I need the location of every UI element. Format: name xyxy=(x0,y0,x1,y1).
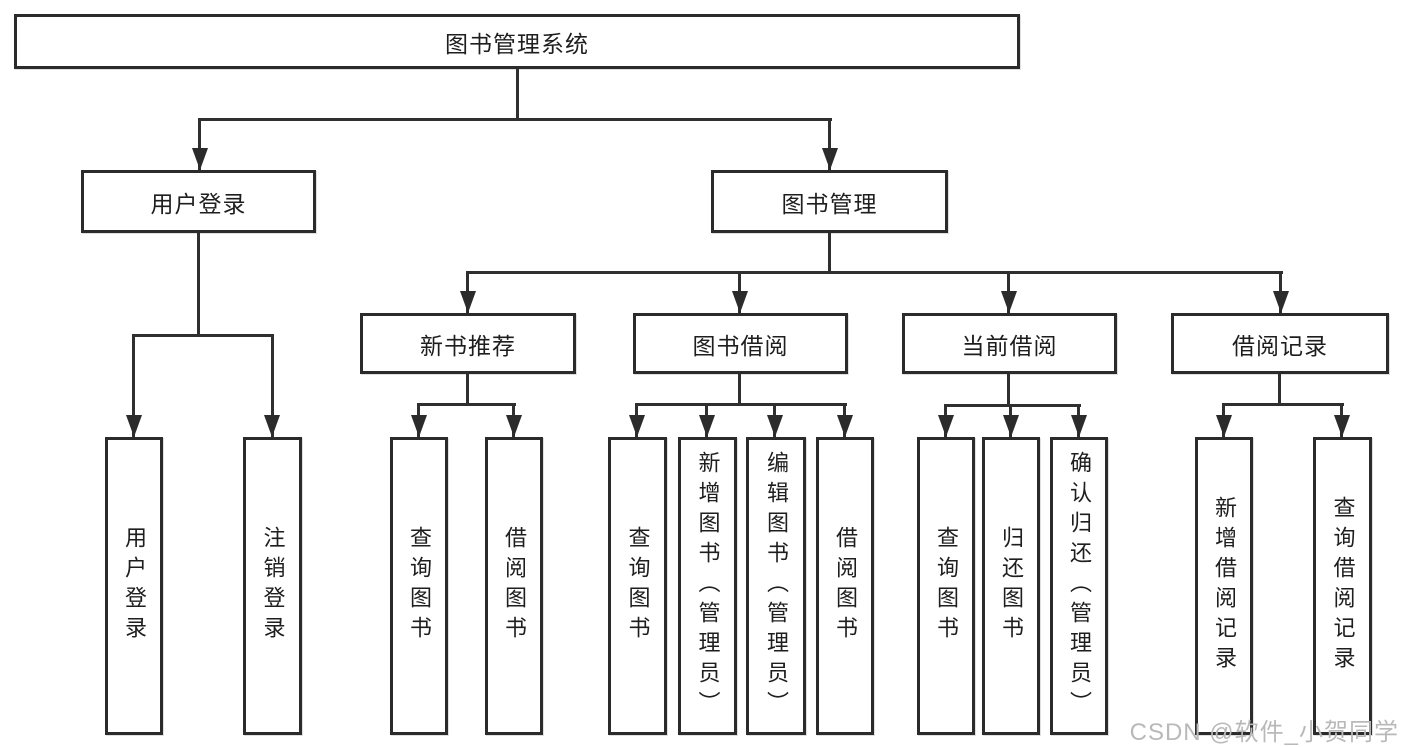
connector-line xyxy=(132,334,274,337)
node-root-system: 图书管理系统 xyxy=(14,14,1020,69)
arrow-down-icon xyxy=(767,415,783,437)
node-label: 用户登录 xyxy=(150,190,247,217)
connector-line xyxy=(828,118,831,170)
node-label: 查询图书 xyxy=(407,526,432,646)
node-label: 新增图书（管理员） xyxy=(695,451,721,721)
arrow-down-icon xyxy=(506,415,522,437)
leaf-add-borrow-record: 新增借阅记录 xyxy=(1195,437,1253,735)
connector-line xyxy=(944,404,1081,407)
arrow-down-icon xyxy=(1273,291,1289,313)
arrow-down-icon xyxy=(1334,415,1350,437)
connector-line xyxy=(738,374,741,406)
connector-line xyxy=(635,403,847,406)
node-label: 用户登录 xyxy=(122,526,147,646)
arrow-down-icon xyxy=(411,415,427,437)
arrow-down-icon xyxy=(1001,291,1017,313)
arrow-down-icon xyxy=(1071,415,1087,437)
connector-line xyxy=(1278,374,1281,406)
connector-line xyxy=(271,334,274,437)
arrow-down-icon xyxy=(264,415,280,437)
connector-line xyxy=(198,118,832,121)
arrow-down-icon xyxy=(192,148,208,170)
connector-line xyxy=(132,334,135,437)
node-label: 查询图书 xyxy=(625,526,651,646)
leaf-return-books: 归还图书 xyxy=(982,437,1040,735)
arrow-down-icon xyxy=(629,415,645,437)
connector-line xyxy=(197,233,200,337)
node-label: 归还图书 xyxy=(999,526,1024,646)
arrow-down-icon xyxy=(126,415,142,437)
connector-line xyxy=(417,403,516,406)
node-label: 查询借阅记录 xyxy=(1330,496,1356,676)
node-label: 图书管理系统 xyxy=(445,30,589,57)
arrow-down-icon xyxy=(732,291,748,313)
node-current-borrowing: 当前借阅 xyxy=(902,313,1117,374)
node-label: 图书借阅 xyxy=(692,332,789,359)
leaf-query-books-borrowing: 查询图书 xyxy=(608,437,667,735)
node-label: 新书推荐 xyxy=(420,332,516,359)
node-label: 编辑图书（管理员） xyxy=(764,451,789,721)
connector-line xyxy=(516,69,519,121)
node-borrowing-records: 借阅记录 xyxy=(1171,313,1389,374)
node-label: 确认归还（管理员） xyxy=(1067,451,1092,721)
node-label: 借阅记录 xyxy=(1232,332,1328,359)
connector-line xyxy=(1222,403,1344,406)
node-label: 借阅图书 xyxy=(502,526,527,646)
node-label: 借阅图书 xyxy=(833,526,858,646)
node-book-management: 图书管理 xyxy=(711,170,948,233)
connector-line xyxy=(828,233,831,274)
node-user-login: 用户登录 xyxy=(81,170,316,233)
arrow-down-icon xyxy=(822,148,838,170)
leaf-borrow-books-recommend: 借阅图书 xyxy=(485,437,543,735)
node-label: 注销登录 xyxy=(260,526,286,646)
arrow-down-icon xyxy=(1003,415,1019,437)
leaf-query-borrow-record: 查询借阅记录 xyxy=(1313,437,1372,735)
leaf-edit-books-admin: 编辑图书（管理员） xyxy=(746,437,806,735)
leaf-logout-login: 注销登录 xyxy=(243,437,302,735)
node-book-borrowing: 图书借阅 xyxy=(633,313,848,374)
connector-line xyxy=(466,374,469,406)
leaf-borrow-books-borrowing: 借阅图书 xyxy=(816,437,874,735)
leaf-confirm-return-admin: 确认归还（管理员） xyxy=(1050,437,1108,735)
node-new-book-recommend: 新书推荐 xyxy=(360,313,576,374)
arrow-down-icon xyxy=(460,291,476,313)
node-label: 新增借阅记录 xyxy=(1212,496,1237,676)
connector-line xyxy=(198,118,201,170)
node-label: 当前借阅 xyxy=(961,332,1058,359)
node-label: 查询图书 xyxy=(934,526,959,646)
leaf-add-books-admin: 新增图书（管理员） xyxy=(678,437,737,735)
arrow-down-icon xyxy=(1216,415,1232,437)
node-label: 图书管理 xyxy=(781,190,878,217)
arrow-down-icon xyxy=(699,415,715,437)
leaf-query-books-recommend: 查询图书 xyxy=(390,437,448,735)
arrow-down-icon xyxy=(938,415,954,437)
connector-line xyxy=(466,271,1283,274)
arrow-down-icon xyxy=(837,415,853,437)
leaf-query-books-current: 查询图书 xyxy=(917,437,975,735)
csdn-watermark: CSDN @软件_小贺同学 xyxy=(1129,719,1399,746)
leaf-user-login: 用户登录 xyxy=(105,437,163,735)
connector-line xyxy=(1007,374,1010,407)
